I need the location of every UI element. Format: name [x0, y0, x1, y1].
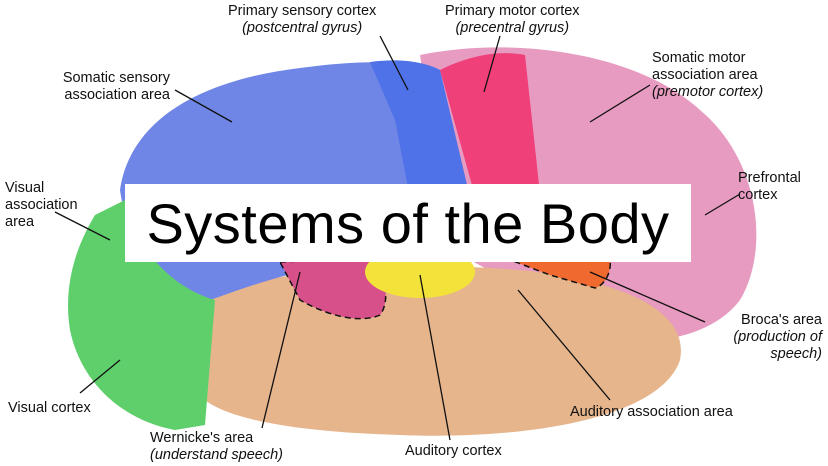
label-primary-sensory-cortex: Primary sensory cortex (postcentral gyru…: [228, 3, 376, 37]
title-box: Systems of the Body: [125, 184, 691, 262]
label-line: Visual cortex: [8, 400, 91, 416]
label-line: Wernicke's area: [150, 430, 254, 446]
leader-lines: [54, 35, 741, 441]
label-line: (premotor cortex): [652, 84, 764, 100]
label-line: Prefrontal: [738, 170, 801, 186]
label-wernicke-area: Wernicke's area (understand speech): [150, 430, 283, 464]
label-auditory-association: Auditory association area: [570, 404, 733, 421]
label-primary-motor-cortex: Primary motor cortex (precentral gyrus): [445, 3, 580, 37]
label-line: Visual: [5, 180, 45, 196]
label-auditory-cortex: Auditory cortex: [405, 443, 502, 460]
label-line: (precentral gyrus): [455, 20, 570, 36]
label-line: Broca's area: [741, 312, 822, 328]
label-line: (understand speech): [150, 447, 283, 463]
label-line: cortex: [738, 187, 778, 203]
label-line: Primary motor cortex: [445, 3, 580, 19]
label-line: association: [5, 197, 78, 213]
label-line: (production of: [733, 329, 822, 345]
label-line: area: [5, 214, 35, 230]
label-line: speech): [770, 346, 822, 362]
label-line: association area: [652, 67, 758, 83]
label-line: Somatic sensory: [62, 70, 170, 86]
label-visual-association: Visual association area: [5, 180, 78, 231]
page-title: Systems of the Body: [146, 191, 670, 255]
label-line: Auditory cortex: [405, 443, 502, 459]
label-line: Primary sensory cortex: [228, 3, 377, 19]
label-somatic-motor-association: Somatic motor association area (premotor…: [652, 50, 763, 101]
label-line: (postcentral gyrus): [242, 20, 363, 36]
wernicke-area: [278, 257, 387, 320]
label-somatic-sensory-association: Somatic sensory association area: [38, 70, 170, 104]
label-line: Somatic motor: [652, 50, 746, 66]
label-line: association area: [64, 87, 170, 103]
label-broca-area: Broca's area (production of speech): [700, 312, 822, 363]
label-prefrontal-cortex: Prefrontal cortex: [738, 170, 801, 204]
label-line: Auditory association area: [570, 404, 733, 420]
label-visual-cortex: Visual cortex: [8, 400, 91, 417]
